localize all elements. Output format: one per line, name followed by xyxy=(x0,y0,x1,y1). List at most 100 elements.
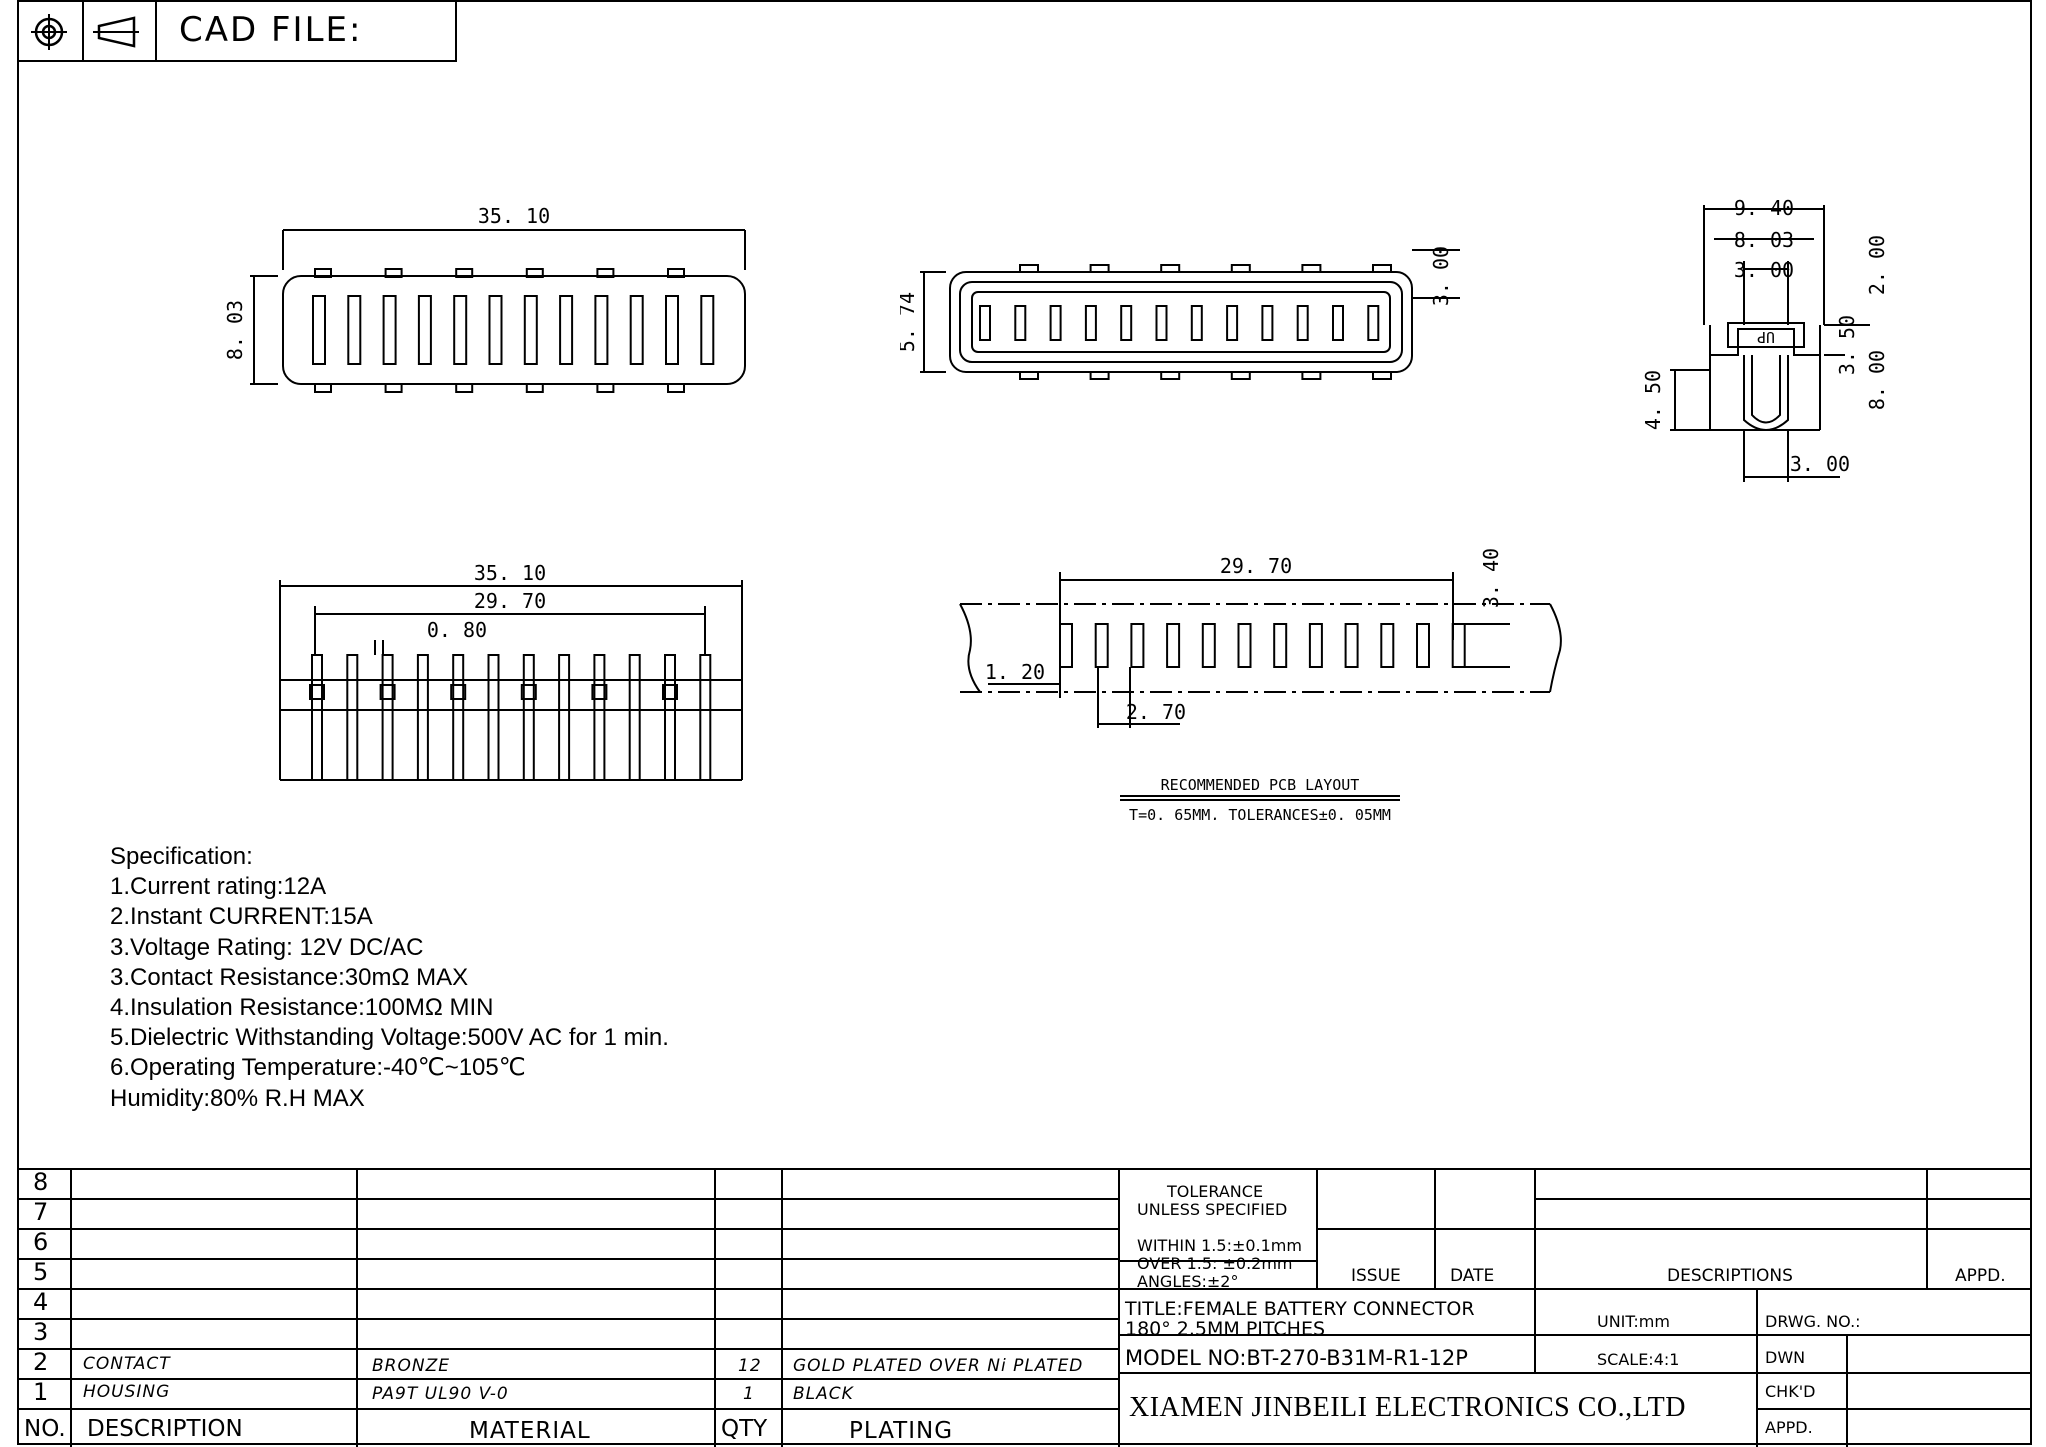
side-view-h4: 4. 50 xyxy=(1641,370,1665,430)
side-view-w3: 3. 00 xyxy=(1734,258,1794,282)
title-block: 8 7 6 5 4 3 2 1 CONTACT BRONZE 12 GOLD P… xyxy=(17,1168,2032,1447)
pcb-layout-note: T=0. 65MM, TOLERANCES±0. 05MM xyxy=(1129,806,1391,820)
pin-view-pin-width: 0. 80 xyxy=(427,618,487,642)
side-view-h3: 8. 00 xyxy=(1865,350,1889,410)
front-view-contact xyxy=(1155,305,1168,341)
front-view-tab xyxy=(1019,371,1039,380)
front-view-contact xyxy=(1261,305,1274,341)
issue-header: ISSUE xyxy=(1351,1266,1401,1286)
pcb-pad-height: 3. 40 xyxy=(1479,548,1503,608)
top-view-tab xyxy=(667,383,685,393)
pcb-pad xyxy=(1059,623,1073,668)
spec-item: 4.Insulation Resistance:100MΩ MIN xyxy=(110,994,494,1022)
pin-view-latch xyxy=(591,684,608,700)
top-view-tab xyxy=(384,268,403,278)
pin-view-latch xyxy=(520,684,537,700)
bom-material: PA9T UL90 V-0 xyxy=(372,1384,509,1404)
pcb-pad xyxy=(1451,623,1466,668)
tolerance-within: WITHIN 1.5:±0.1mm xyxy=(1137,1236,1302,1255)
bom-description: HOUSING xyxy=(83,1382,171,1402)
top-view-tab xyxy=(596,383,615,393)
pin-view-latch xyxy=(379,684,396,700)
drawing-frame xyxy=(17,0,2032,1445)
drawing-title: TITLE:FEMALE BATTERY CONNECTOR xyxy=(1125,1298,1475,1320)
front-view-contact xyxy=(979,305,991,341)
front-view-height: 5. 74 xyxy=(900,292,919,352)
top-view-tab xyxy=(455,383,474,393)
pin-view-contact xyxy=(416,654,429,781)
top-view-slot xyxy=(347,295,362,365)
bom-description: CONTACT xyxy=(83,1354,171,1374)
header-plating: PLATING xyxy=(849,1418,954,1444)
front-view-contact xyxy=(1367,305,1380,341)
descriptions-header: DESCRIPTIONS xyxy=(1667,1266,1793,1286)
company-name: XIAMEN JINBEILI ELECTRONICS CO.,LTD xyxy=(1129,1392,1686,1423)
title-block-grid xyxy=(17,1168,2032,1447)
bom-plating: GOLD PLATED OVER Ni PLATED xyxy=(793,1356,1084,1376)
pin-view-width: 35. 10 xyxy=(474,561,546,585)
tolerance-over: OVER 1.5: ±0.2mm xyxy=(1137,1254,1293,1273)
bom-qty: 1 xyxy=(743,1384,755,1404)
pcb-layout-view: 29. 70 3. 40 1. 20 2. 70 RECOMMENDED PCB… xyxy=(959,548,1562,820)
front-view-tab xyxy=(1160,264,1181,273)
spec-item: 2.Instant CURRENT:15A xyxy=(110,903,373,931)
cad-file-label: CAD FILE: xyxy=(179,10,363,50)
side-view-bottom: 3. 00 xyxy=(1790,452,1850,476)
row-number: 4 xyxy=(33,1288,49,1316)
top-view-slot xyxy=(700,295,715,365)
front-view-tab xyxy=(1089,264,1110,273)
pcb-span: 29. 70 xyxy=(1220,554,1292,578)
appd-label: APPD. xyxy=(1765,1418,1813,1437)
spec-item: 3.Voltage Rating: 12V DC/AC xyxy=(110,933,424,961)
top-view-tab xyxy=(455,268,474,278)
pin-view-span: 29. 70 xyxy=(474,589,546,613)
chkd-label: CHK'D xyxy=(1765,1382,1816,1401)
row-number: 8 xyxy=(33,1168,49,1196)
third-angle-projection-icon xyxy=(31,14,139,50)
top-view-height: 8. 03 xyxy=(223,300,247,360)
pin-view-latch xyxy=(450,684,467,700)
side-view-h1: 2. 00 xyxy=(1865,235,1889,295)
header-qty: QTY xyxy=(721,1416,768,1442)
row-number: 5 xyxy=(33,1258,49,1286)
top-view-tab xyxy=(596,268,615,278)
pcb-pad xyxy=(1094,623,1109,668)
pin-view-contact xyxy=(628,654,641,781)
pin-view-contact xyxy=(522,654,535,781)
model-number: MODEL NO:BT-270-B31M-R1-12P xyxy=(1125,1346,1468,1370)
top-view-slot xyxy=(453,295,468,365)
pcb-layout-title: RECOMMENDED PCB LAYOUT xyxy=(1161,776,1360,794)
front-view-contact xyxy=(1120,305,1133,341)
pin-view-contact xyxy=(311,654,323,781)
front-view-tab xyxy=(1301,371,1322,380)
bom-plating: BLACK xyxy=(793,1384,854,1404)
date-header: DATE xyxy=(1450,1266,1495,1286)
pin-view: 35. 10 29. 70 0. 80 xyxy=(279,561,743,781)
front-view-contact xyxy=(1014,305,1027,341)
front-view-tab xyxy=(1301,264,1322,273)
front-view-tab xyxy=(1372,264,1392,273)
front-view-tab xyxy=(1230,371,1251,380)
front-view-contact xyxy=(1190,305,1203,341)
drawing-subtitle: 180° 2.5MM PITCHES xyxy=(1125,1318,1326,1340)
spec-item: 1.Current rating:12A xyxy=(110,873,327,901)
pin-view-contact xyxy=(664,654,676,781)
row-number: 7 xyxy=(33,1198,49,1226)
top-view-slot xyxy=(594,295,609,365)
top-view-slot xyxy=(417,295,432,365)
pcb-pitch: 2. 70 xyxy=(1126,700,1186,724)
row-number: 6 xyxy=(33,1228,49,1256)
front-view: 5. 74 3. 00 xyxy=(900,246,1460,380)
spec-item: 3.Contact Resistance:30mΩ MAX xyxy=(110,963,469,991)
front-view-tab xyxy=(1230,264,1251,273)
pcb-pad xyxy=(1273,623,1288,668)
front-view-tab xyxy=(1160,371,1181,380)
side-view-w2: 8. 03 xyxy=(1734,228,1794,252)
front-view-contact xyxy=(1296,305,1309,341)
top-view-slot xyxy=(523,295,538,365)
header-no: NO. xyxy=(24,1416,66,1442)
specification-block: Specification: 1.Current rating:12A 2.In… xyxy=(110,842,669,1114)
pcb-pad xyxy=(1344,623,1359,668)
front-view-tab xyxy=(1019,264,1039,273)
header-description: DESCRIPTION xyxy=(87,1416,243,1442)
